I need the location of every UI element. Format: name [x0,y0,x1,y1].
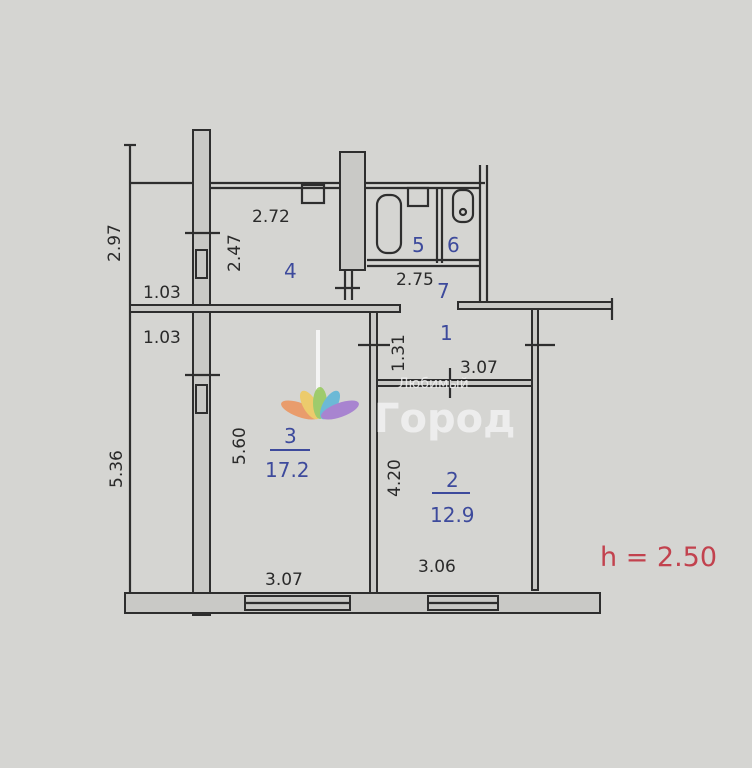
dim-2-75: 2.75 [396,270,434,290]
ceiling-height-label: h = 2.50 [600,542,717,573]
room-4-number: 4 [284,259,297,283]
dim-3-06-bottom: 3.06 [418,557,456,577]
watermark-logo: Любимый Город [281,330,515,442]
room-labels: 4 5 6 7 1 3 17.2 2 12.9 [265,233,475,527]
watermark-line2: Город [374,396,515,442]
room-3-number: 3 [284,424,297,448]
toilet-icon [451,188,475,224]
bath-sink-icon [406,186,430,208]
room-6-number: 6 [447,233,460,257]
room-3-area: 17.2 [265,458,310,482]
dim-1-03-bottom: 1.03 [143,328,181,348]
room-5-number: 5 [412,233,425,257]
dim-2-97: 2.97 [105,224,125,262]
dim-3-07-corridor: 3.07 [460,358,498,378]
walls [124,129,614,616]
room-1-number: 1 [440,321,453,345]
room-7-number: 7 [437,279,450,303]
dimension-labels: 2.97 2.72 2.47 2.75 1.03 1.03 1.31 3.07 … [105,207,498,590]
room-2-number: 2 [446,468,459,492]
dim-5-36: 5.36 [107,450,127,488]
bathtub-icon [375,193,403,255]
dim-1-31: 1.31 [389,334,409,372]
dim-5-60: 5.60 [230,427,250,465]
dim-4-20: 4.20 [385,459,405,497]
dim-2-72: 2.72 [252,207,290,227]
fixtures [300,183,475,255]
watermark-line1: Любимый [398,376,469,392]
room-2-area: 12.9 [430,503,475,527]
dim-3-07-bottom: 3.07 [265,570,303,590]
dim-1-03-top: 1.03 [143,283,181,303]
dim-2-47: 2.47 [225,234,245,272]
sink-kitchen-icon [300,183,326,205]
